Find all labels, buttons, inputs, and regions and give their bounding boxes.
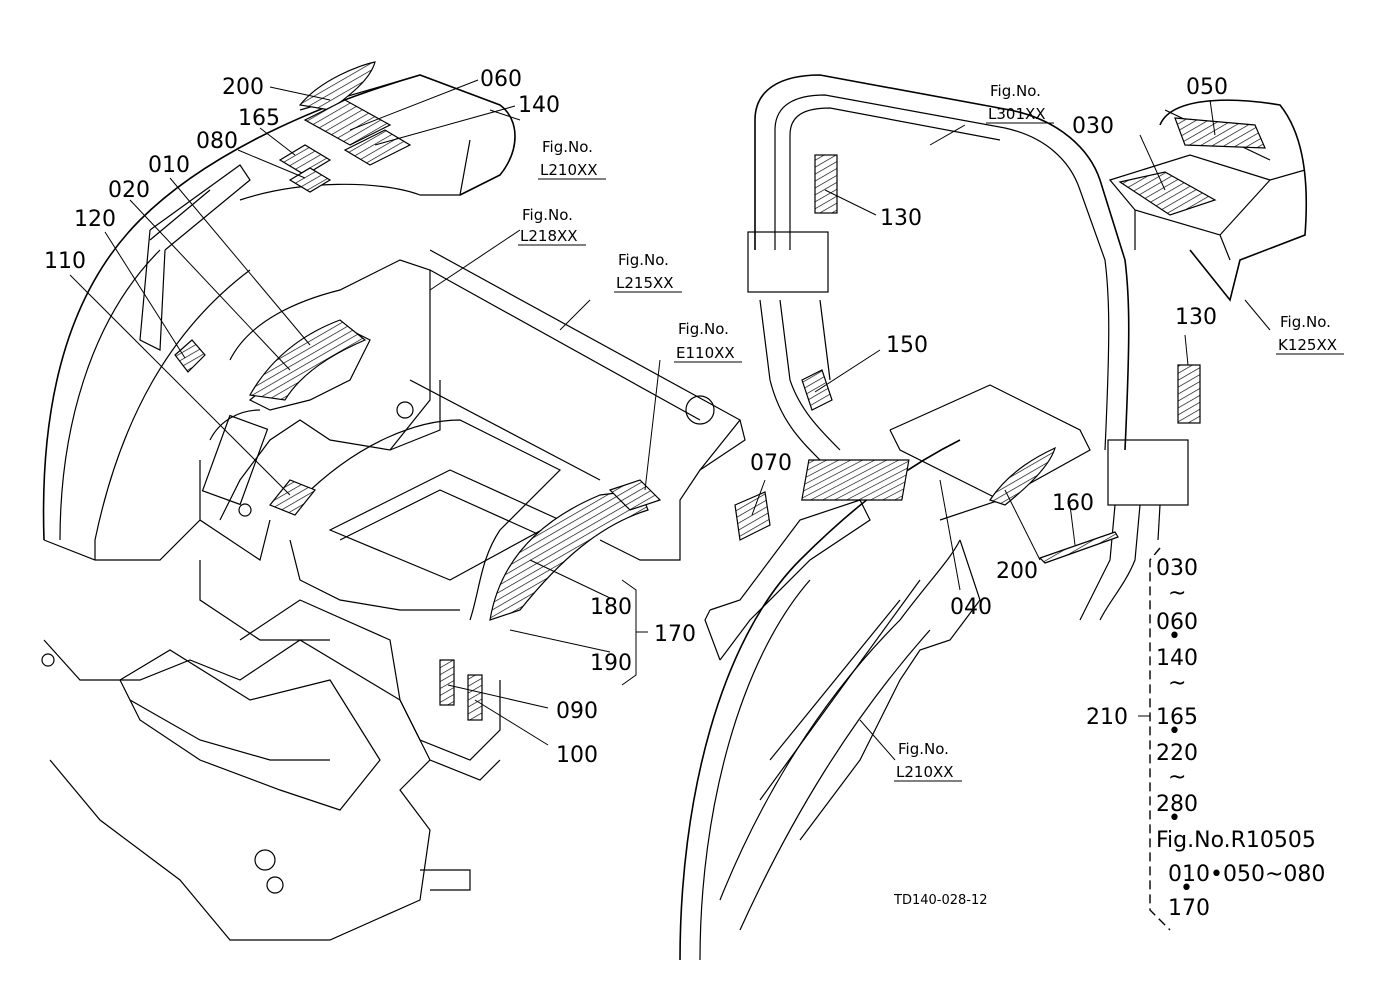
callout-020: 020 xyxy=(108,178,150,203)
callout-140: 140 xyxy=(518,93,560,118)
figref-l301: Fig.No. L301XX xyxy=(986,82,1054,124)
callout-120: 120 xyxy=(74,207,116,232)
chassis-plate xyxy=(41,599,501,941)
svg-text:•: • xyxy=(1168,806,1181,831)
decal-e110 xyxy=(608,479,662,511)
kit-210-list: 030 ~ 060 • 140 ~ 165 • 220 ~ 280 • Fig.… xyxy=(1156,556,1325,921)
svg-text:Fig.No.: Fig.No. xyxy=(542,138,593,156)
svg-text:•: • xyxy=(1168,624,1181,649)
svg-text:280: 280 xyxy=(1156,792,1198,817)
svg-text:E110XX: E110XX xyxy=(676,344,735,362)
svg-text:Fig.No.: Fig.No. xyxy=(1280,313,1331,331)
figref-l218: Fig.No. L218XX xyxy=(518,206,586,246)
callout-030: 030 xyxy=(1072,114,1114,139)
callout-100: 100 xyxy=(556,743,598,768)
leader-lines xyxy=(69,79,1271,761)
callout-050: 050 xyxy=(1186,75,1228,100)
callout-130-lower: 130 xyxy=(1175,305,1217,330)
svg-text:Fig.No.: Fig.No. xyxy=(678,320,729,338)
callout-060: 060 xyxy=(480,67,522,92)
decal-010 xyxy=(249,319,367,401)
decal-160 xyxy=(1038,531,1119,564)
left-fender xyxy=(42,74,516,561)
figref-k125: Fig.No. K125XX xyxy=(1276,313,1344,355)
decal-150 xyxy=(801,369,833,411)
decal-140 xyxy=(343,129,412,166)
callout-165: 165 xyxy=(238,106,280,131)
decal-130-lower xyxy=(1177,364,1201,424)
callout-070: 070 xyxy=(750,451,792,476)
figref-l210-top: Fig.No. L210XX xyxy=(538,138,606,180)
callout-200: 200 xyxy=(222,75,264,100)
decal-200-right xyxy=(989,446,1056,506)
svg-text:Fig.No.R10505: Fig.No.R10505 xyxy=(1156,828,1316,853)
svg-text:L210XX: L210XX xyxy=(896,763,954,781)
callout-130-upper: 130 xyxy=(880,206,922,231)
svg-text:~: ~ xyxy=(1168,581,1186,606)
svg-text:~: ~ xyxy=(1168,671,1186,696)
decal-130-upper xyxy=(814,154,838,214)
svg-text:L215XX: L215XX xyxy=(616,274,674,292)
kit-bracket xyxy=(1138,547,1171,931)
callout-190: 190 xyxy=(590,651,632,676)
svg-text:•: • xyxy=(1180,876,1193,901)
svg-text:140: 140 xyxy=(1156,646,1198,671)
svg-text:L210XX: L210XX xyxy=(540,161,598,179)
svg-text:Fig.No.: Fig.No. xyxy=(990,82,1041,100)
svg-text:220: 220 xyxy=(1156,741,1198,766)
rops-frame xyxy=(747,74,1189,621)
decal-110 xyxy=(269,479,316,516)
decal-070 xyxy=(734,491,771,541)
callout-090: 090 xyxy=(556,699,598,724)
callout-160: 160 xyxy=(1052,491,1094,516)
svg-text:Fig.No.: Fig.No. xyxy=(898,740,949,758)
decal-060 xyxy=(303,99,392,146)
decal-050 xyxy=(1174,117,1266,149)
svg-text:010•050~080: 010•050~080 xyxy=(1168,862,1325,887)
decal-120 xyxy=(174,339,206,373)
svg-text:060: 060 xyxy=(1156,610,1198,635)
callout-040: 040 xyxy=(950,595,992,620)
svg-text:Fig.No.: Fig.No. xyxy=(522,206,573,224)
svg-text:L218XX: L218XX xyxy=(520,227,578,245)
callout-150: 150 xyxy=(886,333,928,358)
center-console xyxy=(199,259,441,561)
svg-text:•: • xyxy=(1168,719,1181,744)
decals xyxy=(174,61,1266,721)
figref-l210-bottom: Fig.No. L210XX xyxy=(894,740,962,782)
figref-e110: Fig.No. E110XX xyxy=(674,320,742,363)
callout-170: 170 xyxy=(654,622,696,647)
callout-080: 080 xyxy=(196,129,238,154)
svg-text:L301XX: L301XX xyxy=(988,105,1046,123)
decal-030 xyxy=(1118,171,1217,216)
decal-080 xyxy=(288,167,332,193)
callout-180: 180 xyxy=(590,595,632,620)
decal-100 xyxy=(467,674,483,721)
svg-text:Fig.No.: Fig.No. xyxy=(618,251,669,269)
callout-200-right: 200 xyxy=(996,559,1038,584)
svg-text:170: 170 xyxy=(1168,896,1210,921)
floor-step xyxy=(199,249,746,641)
right-fender xyxy=(679,384,1091,961)
callout-210: 210 xyxy=(1086,705,1128,730)
decal-040 xyxy=(801,459,910,501)
svg-text:~: ~ xyxy=(1168,765,1186,790)
figref-l215: Fig.No. L215XX xyxy=(614,251,682,293)
svg-text:030: 030 xyxy=(1156,556,1198,581)
callout-110: 110 xyxy=(44,249,86,274)
drawing-id: TD140-028-12 xyxy=(893,893,988,908)
svg-text:165: 165 xyxy=(1156,705,1198,730)
svg-text:K125XX: K125XX xyxy=(1278,336,1337,354)
decal-090 xyxy=(439,659,455,706)
callout-010: 010 xyxy=(148,153,190,178)
decal-200-top xyxy=(298,61,376,111)
